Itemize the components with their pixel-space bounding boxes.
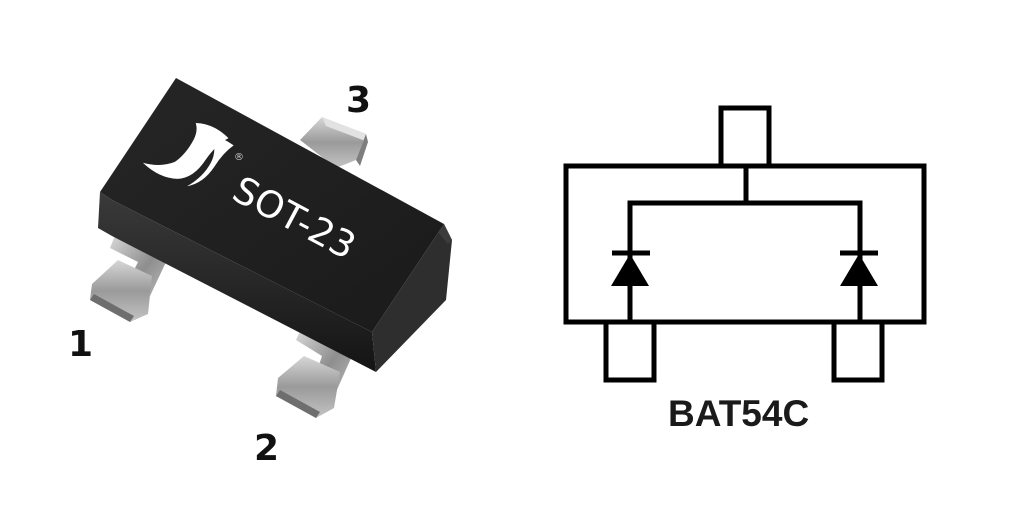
registered-mark: ® (234, 152, 244, 163)
package-body-side (98, 192, 376, 372)
schematic-pad-1 (603, 319, 657, 383)
schematic-pad-2 (831, 319, 885, 383)
schematic-pad-3 (718, 105, 772, 169)
sot23-package: ® SOT-23 (90, 78, 452, 418)
package-body-end (372, 224, 452, 372)
pin-label-2: 2 (254, 428, 279, 469)
pin-label-1: 1 (68, 324, 93, 365)
wire-cathode-bus (627, 200, 863, 322)
part-number-label: BAT54C (668, 393, 809, 434)
bat54c-schematic (563, 105, 927, 383)
lead-pin-3 (300, 117, 368, 168)
pin-label-3: 3 (346, 80, 371, 121)
manufacturer-logo (142, 122, 234, 187)
diode-left (611, 250, 650, 286)
package-body-top (100, 78, 444, 332)
diode-right (840, 250, 878, 286)
